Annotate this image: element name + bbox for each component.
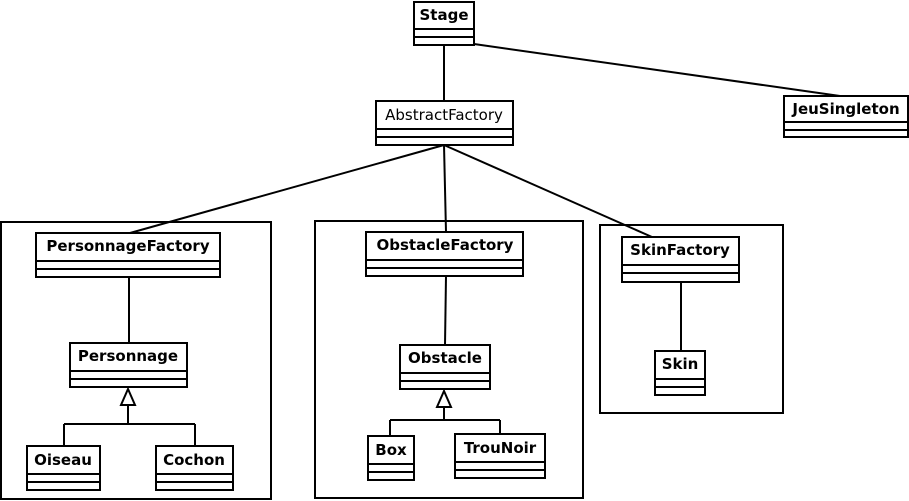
class-personnage: Personnage <box>69 342 188 388</box>
class-obstacle-factory: ObstacleFactory <box>365 231 524 277</box>
class-oiseau: Oiseau <box>26 445 101 491</box>
class-skin-factory: SkinFactory <box>621 236 740 283</box>
abstractfactory-personnagefactory-link <box>129 144 445 234</box>
obstacle-generalization-arrow <box>435 388 453 408</box>
personnage-generalization-arrow <box>119 386 137 406</box>
class-oiseau-name: Oiseau <box>34 451 92 469</box>
class-skin-factory-name: SkinFactory <box>630 241 730 259</box>
abstractfactory-skinfactory-link <box>443 144 653 238</box>
class-stage-name: Stage <box>419 6 468 24</box>
class-box-name: Box <box>375 441 407 459</box>
class-box: Box <box>367 435 415 481</box>
class-obstacle-factory-name: ObstacleFactory <box>377 236 514 254</box>
class-cochon-name: Cochon <box>163 451 225 469</box>
class-obstacle: Obstacle <box>399 344 491 390</box>
class-abstract-factory: AbstractFactory <box>375 100 514 146</box>
stage-jeusingleton-link <box>473 43 841 97</box>
class-skin: Skin <box>654 350 706 396</box>
class-trou-noir-name: TrouNoir <box>464 439 537 457</box>
class-skin-name: Skin <box>662 355 699 373</box>
class-jeu-singleton: JeuSingleton <box>783 95 909 138</box>
class-personnage-name: Personnage <box>78 347 178 365</box>
package-obstacle <box>314 220 584 499</box>
abstractfactory-obstaclefactory-link <box>443 144 447 233</box>
class-abstract-factory-name: AbstractFactory <box>385 106 503 124</box>
class-cochon: Cochon <box>155 445 234 491</box>
package-personnage <box>0 221 272 500</box>
class-personnage-factory: PersonnageFactory <box>35 232 221 278</box>
class-obstacle-name: Obstacle <box>408 349 482 367</box>
class-trou-noir: TrouNoir <box>454 433 546 479</box>
class-personnage-factory-name: PersonnageFactory <box>46 237 209 255</box>
obstaclefactory-obstacle-link <box>444 275 447 346</box>
package-skin <box>599 224 784 414</box>
class-jeu-singleton-name: JeuSingleton <box>791 100 899 118</box>
class-stage: Stage <box>413 1 475 46</box>
